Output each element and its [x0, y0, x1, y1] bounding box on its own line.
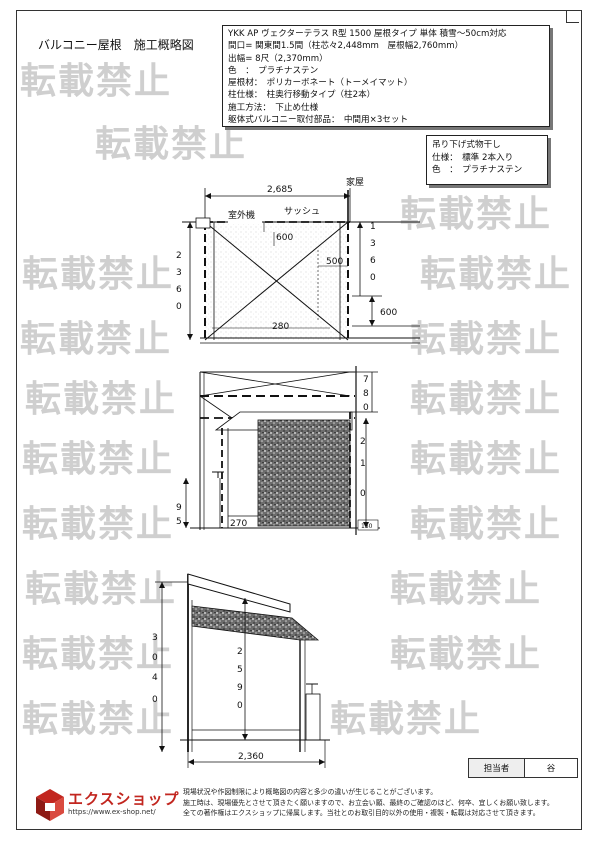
spec-box: YKK AP ヴェクターテラス R型 1500 屋根タイプ 単体 積雪～50cm…: [222, 25, 550, 127]
right-digit: 1: [370, 222, 376, 232]
logo-url[interactable]: https://www.ex-shop.net/: [68, 808, 156, 816]
spec-line: YKK AP ヴェクターテラス R型 1500 屋根タイプ 単体 積雪～50cm…: [228, 29, 507, 39]
side-left-digit: 3: [152, 633, 158, 643]
dim-270: 270: [230, 519, 247, 529]
top-digit: 8: [363, 389, 369, 399]
sheet-frame: [16, 10, 582, 830]
hanger-line: 仕様： 標準 2本入り: [432, 152, 514, 163]
spec-line: 出幅= 8尺（2,370mm）: [228, 53, 328, 64]
sash-label: サッシュ: [284, 206, 320, 217]
company-logo[interactable]: エクスショップ https://www.ex-shop.net/: [30, 786, 180, 822]
right-digit: 0: [370, 273, 376, 283]
footer-note: 現場状況や作図制限により概略図の内容と多少の違いが生じることがございます。: [183, 788, 438, 796]
left-digit: 9: [176, 503, 182, 513]
spec-line: 屋根材： ポリカーボネート（トーメイマット）: [228, 78, 413, 89]
height-digit: 2: [176, 251, 182, 261]
logo-mark-icon: [36, 789, 64, 821]
person-in-charge-value: 谷: [546, 764, 556, 774]
hanger-line: 吊り下げ式物干し: [432, 140, 501, 150]
height-digit: 6: [176, 285, 182, 295]
dim-280: 280: [272, 322, 289, 332]
person-in-charge-label: 担当者: [469, 759, 525, 777]
side-inner-digit: 9: [237, 683, 243, 693]
side-inner-digit: 5: [237, 665, 243, 675]
side-left-digit: 0: [152, 695, 158, 705]
top-digit: 7: [363, 375, 369, 385]
front-elevation-drawing: 270 150 9 5 7 8 0 2 1 0: [176, 366, 380, 535]
corner-mark: [566, 10, 579, 23]
dim-600-top: 600: [276, 233, 293, 243]
hanger-spec-box: 吊り下げ式物干し 仕様： 標準 2本入り 色 ： プラチナステン: [426, 135, 548, 185]
main-digit: 0: [360, 489, 366, 499]
left-digit: 5: [176, 517, 182, 527]
side-left-digit: 4: [152, 673, 158, 683]
dim-150: 150: [361, 523, 373, 530]
logo-name: エクスショップ: [68, 790, 180, 808]
main-digit: 2: [360, 437, 366, 447]
spec-line: 色 ： プラチナステン: [228, 65, 319, 76]
dim-600-right: 600: [380, 308, 397, 318]
footer-note: 全ての著作権はエクスショップに帰属します。当社とのお取引目的以外の使用・複製・転…: [183, 809, 540, 817]
footer: エクスショップ https://www.ex-shop.net/ 現場状況や作図…: [30, 786, 575, 822]
side-left-digit: 0: [152, 653, 158, 663]
spec-line: 施工方法： 下止め仕様: [228, 102, 319, 113]
spec-line: 躯体式バルコニー取付部品： 中間用×3セット: [228, 115, 409, 126]
right-digit: 3: [370, 239, 376, 249]
right-digit: 6: [370, 256, 376, 266]
top-digit: 0: [363, 403, 369, 413]
spec-line: 間口= 関東間1.5間（柱芯々2,448mm 屋根幅2,760mm）: [228, 41, 464, 52]
hanger-line: 色 ： プラチナステン: [432, 165, 523, 175]
width-dimension: 2,685: [267, 185, 293, 195]
side-width-dimension: 2,360: [238, 752, 264, 762]
side-elevation-drawing: 3 0 4 0 2 5 9 0 2,3: [152, 573, 330, 768]
main-digit: 1: [360, 459, 366, 469]
person-in-charge-table: 担当者 谷: [468, 758, 578, 778]
spec-line: 柱仕様： 柱奥行移動タイプ（柱2本）: [228, 90, 376, 101]
dim-500: 500: [326, 257, 343, 267]
plan-view-drawing: 2,685 家屋 室外機 サッシュ 600 500 280: [176, 176, 420, 344]
side-inner-digit: 2: [237, 647, 243, 657]
side-inner-digit: 0: [237, 701, 243, 711]
footer-note: 施工時は、現場優先とさせて頂きたく願いますので、お立会い願、最終のご確認のほど、…: [183, 798, 554, 807]
height-digit: 3: [176, 268, 182, 278]
height-digit: 0: [176, 302, 182, 312]
house-label: 家屋: [346, 176, 364, 188]
outdoor-unit-label: 室外機: [228, 209, 255, 221]
footer-notes: 現場状況や作図制限により概略図の内容と多少の違いが生じることがございます。 施工…: [183, 787, 554, 819]
page-title: バルコニー屋根 施工概略図: [38, 38, 194, 52]
